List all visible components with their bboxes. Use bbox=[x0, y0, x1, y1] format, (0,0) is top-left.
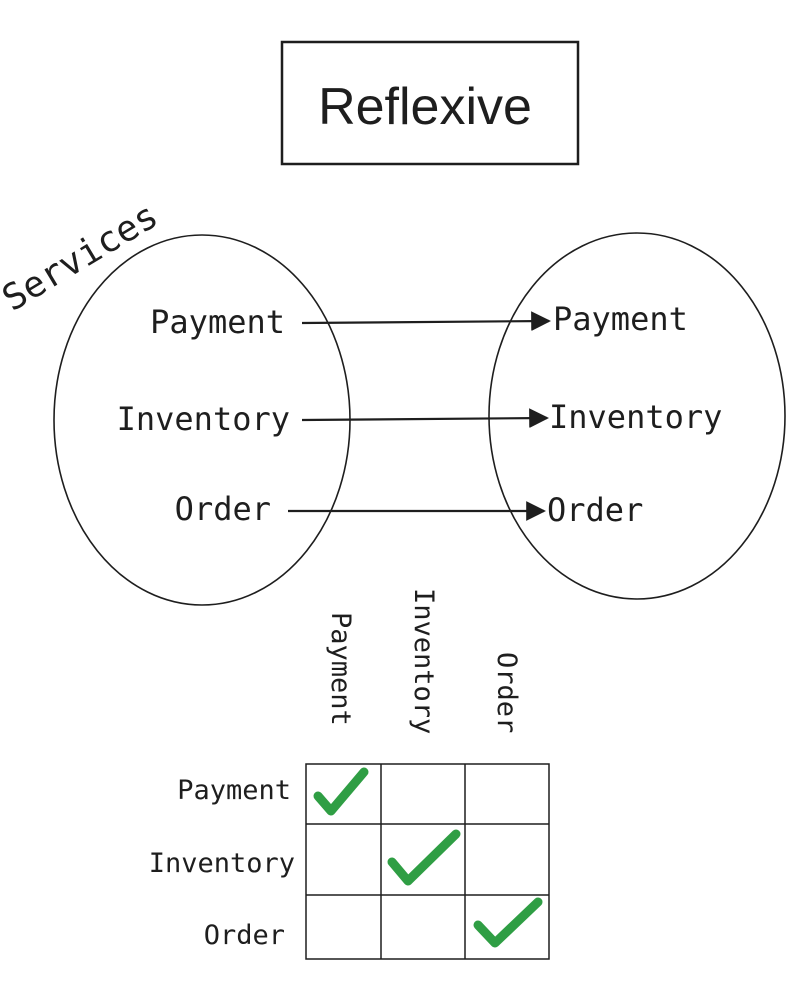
codomain-set-ellipse bbox=[488, 232, 786, 600]
checkmark-icon bbox=[473, 897, 543, 948]
title-box: Reflexive bbox=[280, 40, 580, 166]
checkmark-icon bbox=[387, 829, 461, 886]
codomain-element-order: Order bbox=[547, 491, 643, 529]
title-frame bbox=[280, 40, 580, 166]
matrix-row-header-inventory: Inventory bbox=[149, 848, 295, 879]
codomain-element-payment: Payment bbox=[553, 300, 688, 338]
matrix-column-header-inventory: Inventory bbox=[408, 588, 439, 734]
domain-element-payment: Payment bbox=[150, 303, 285, 341]
matrix-column-header-order: Order bbox=[491, 652, 522, 733]
matrix-row-header-order: Order bbox=[204, 920, 285, 951]
checkmark-icon bbox=[313, 767, 369, 816]
codomain-element-inventory: Inventory bbox=[549, 398, 722, 436]
domain-element-inventory: Inventory bbox=[117, 400, 290, 438]
relation-arrow-payment bbox=[301, 311, 551, 332]
set-caption: Services bbox=[0, 195, 165, 319]
domain-element-order: Order bbox=[175, 490, 271, 528]
relation-arrow-inventory bbox=[301, 408, 549, 429]
matrix-column-header-payment: Payment bbox=[325, 612, 356, 726]
relation-matrix-grid bbox=[305, 763, 550, 960]
title: Reflexive bbox=[318, 78, 532, 136]
matrix-row-header-payment: Payment bbox=[177, 775, 291, 806]
